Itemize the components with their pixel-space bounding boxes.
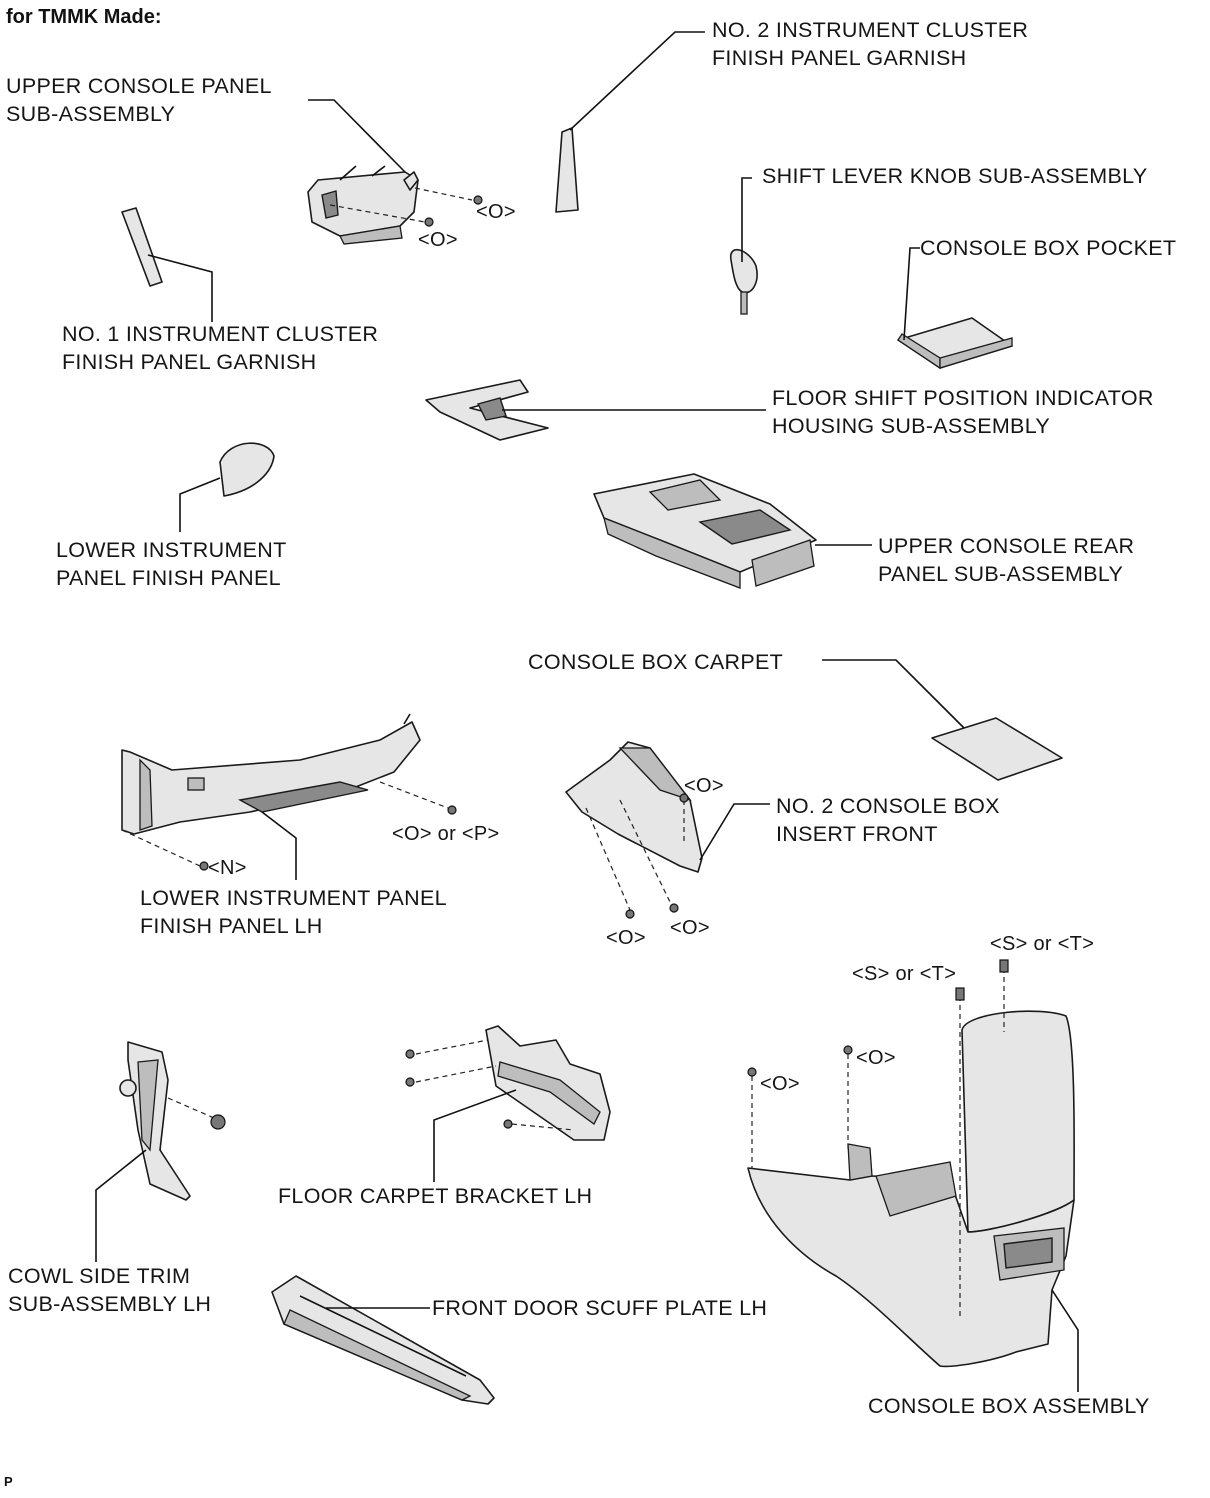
lower-ip-finish-panel-part xyxy=(219,442,275,497)
no2-console-insert-front-part xyxy=(565,741,703,873)
label-cowl-side-trim: COWL SIDE TRIM SUB-ASSEMBLY LH xyxy=(8,1264,212,1316)
label-no2-insert-front: NO. 2 CONSOLE BOX INSERT FRONT xyxy=(776,794,1000,846)
label-scuff-plate: FRONT DOOR SCUFF PLATE LH xyxy=(432,1296,768,1320)
label-floor-carpet-bracket: FLOOR CARPET BRACKET LH xyxy=(278,1184,593,1208)
fastener-code-n: <N> xyxy=(208,857,247,879)
figure-code: P xyxy=(4,1474,13,1489)
console-box-carpet-part xyxy=(931,717,1063,781)
fastener-code-s-or-t: <S> or <T> xyxy=(990,933,1095,955)
floor-carpet-bracket-part xyxy=(485,1025,611,1141)
label-upper-console-panel: UPPER CONSOLE PANEL SUB-ASSEMBLY xyxy=(6,74,272,126)
upper-console-rear-panel-part xyxy=(593,473,817,589)
upper-console-panel-part xyxy=(307,165,419,245)
fastener-code-o: <O> xyxy=(476,201,516,223)
cowl-side-trim-part xyxy=(119,1041,191,1201)
no1-cluster-garnish-part xyxy=(121,207,163,287)
lower-ip-finish-panel-lh-part xyxy=(121,713,421,835)
fastener-code-s-or-t: <S> or <T> xyxy=(852,963,957,985)
label-console-box-assy: CONSOLE BOX ASSEMBLY xyxy=(868,1394,1150,1418)
console-box-pocket-part xyxy=(897,317,1013,370)
label-lower-ip-finish: LOWER INSTRUMENT PANEL FINISH PANEL xyxy=(56,538,287,590)
label-shift-indicator: FLOOR SHIFT POSITION INDICATOR HOUSING S… xyxy=(772,386,1154,438)
fastener-code-o: <O> xyxy=(684,775,724,797)
shift-lever-knob-part xyxy=(730,248,758,315)
label-no2-cluster-garnish: NO. 2 INSTRUMENT CLUSTER FINISH PANEL GA… xyxy=(712,18,1029,70)
no2-cluster-garnish-part xyxy=(555,127,579,213)
fastener-code-o: <O> xyxy=(606,927,646,949)
leader-upper-console xyxy=(308,99,406,173)
label-shift-knob: SHIFT LEVER KNOB SUB-ASSEMBLY xyxy=(762,164,1148,188)
fastener-code-o: <O> xyxy=(856,1047,896,1069)
label-no1-cluster-garnish: NO. 1 INSTRUMENT CLUSTER FINISH PANEL GA… xyxy=(62,322,379,374)
console-box-assembly-part xyxy=(747,1010,1075,1368)
fastener-code-o: <O> xyxy=(418,229,458,251)
label-upper-console-rear: UPPER CONSOLE REAR PANEL SUB-ASSEMBLY xyxy=(878,534,1135,586)
fastener-code-o: <O> xyxy=(760,1073,800,1095)
fastener-code-o: <O> xyxy=(670,917,710,939)
label-console-box-pocket: CONSOLE BOX POCKET xyxy=(920,236,1177,260)
label-console-carpet: CONSOLE BOX CARPET xyxy=(528,650,784,674)
shift-indicator-housing-part xyxy=(425,379,549,441)
page-header: for TMMK Made: xyxy=(6,6,162,28)
fastener-code-o-or-p: <O> or <P> xyxy=(392,823,500,845)
label-lower-ip-finish-lh: LOWER INSTRUMENT PANEL FINISH PANEL LH xyxy=(140,886,447,938)
